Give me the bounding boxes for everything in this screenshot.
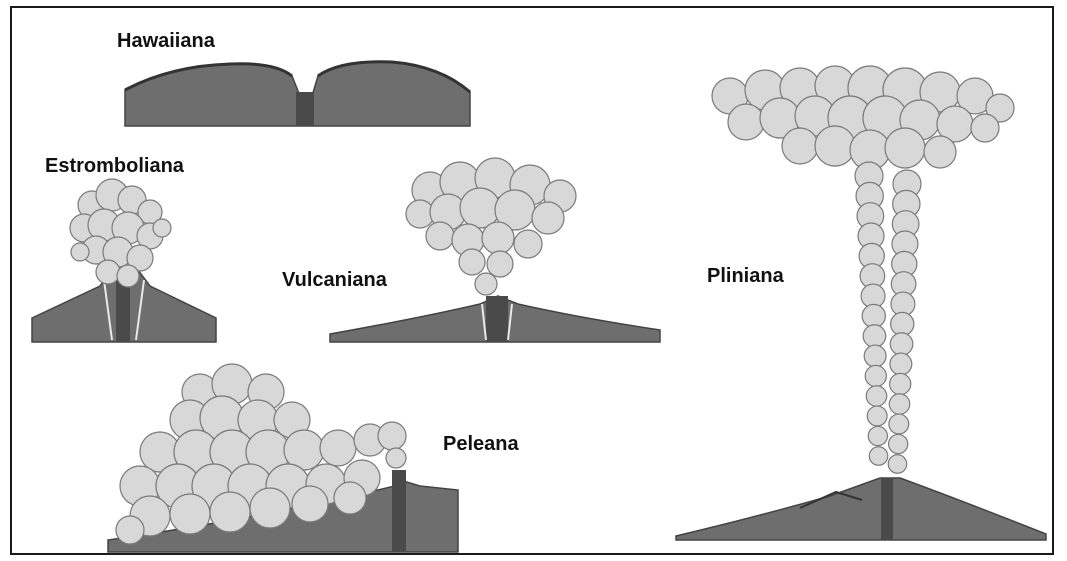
ash-puff — [890, 373, 911, 394]
label-pelean: Peleana — [443, 433, 519, 456]
label-strombolian: Estromboliana — [45, 155, 184, 178]
ash-puff — [885, 128, 925, 168]
ash-puff — [782, 128, 818, 164]
ash-puff — [863, 325, 886, 348]
ash-puff — [292, 486, 328, 522]
label-vulcanian: Vulcaniana — [282, 269, 387, 292]
ash-puff — [864, 345, 886, 367]
vulcanian-ash-cloud — [406, 158, 576, 295]
strombolian-volcano — [32, 179, 216, 342]
ash-puff — [889, 414, 909, 434]
label-hawaiian: Hawaiiana — [117, 30, 215, 53]
ash-puff — [487, 251, 513, 277]
ash-puff — [482, 222, 514, 254]
ash-puff — [867, 406, 887, 426]
ash-puff — [334, 482, 366, 514]
ash-puff — [71, 243, 89, 261]
label-plinian: Pliniana — [707, 265, 784, 288]
ash-puff — [116, 516, 144, 544]
ash-puff — [868, 426, 887, 445]
ash-puff — [514, 230, 542, 258]
ash-puff — [890, 353, 912, 375]
ash-puff — [869, 447, 887, 465]
hawaiian-volcano — [125, 62, 470, 126]
ash-puff — [889, 434, 908, 453]
ash-puff — [889, 394, 910, 415]
strombolian-ash-cloud — [70, 179, 171, 287]
ash-puff — [153, 219, 171, 237]
pelean-volcano — [108, 364, 458, 552]
ash-puff — [426, 222, 454, 250]
vulcanian-volcano — [330, 158, 660, 342]
ash-puff — [890, 333, 913, 356]
ash-puff — [475, 273, 497, 295]
ash-puff — [866, 386, 887, 407]
ash-puff — [815, 126, 855, 166]
plinian-volcano — [676, 66, 1046, 540]
ash-puff — [862, 304, 885, 327]
ash-puff — [971, 114, 999, 142]
ash-puff — [210, 492, 250, 532]
ash-puff — [924, 136, 956, 168]
ash-puff — [532, 202, 564, 234]
ash-puff — [728, 104, 764, 140]
ash-puff — [865, 365, 886, 386]
ash-puff — [386, 448, 406, 468]
ash-puff — [378, 422, 406, 450]
ash-puff — [888, 455, 906, 473]
ash-puff — [250, 488, 290, 528]
ash-puff — [459, 249, 485, 275]
ash-puff — [170, 494, 210, 534]
hawaiian-conduit — [296, 92, 314, 126]
ash-puff — [96, 260, 120, 284]
ash-puff — [891, 312, 914, 335]
ash-puff — [117, 265, 139, 287]
ash-puff — [320, 430, 356, 466]
